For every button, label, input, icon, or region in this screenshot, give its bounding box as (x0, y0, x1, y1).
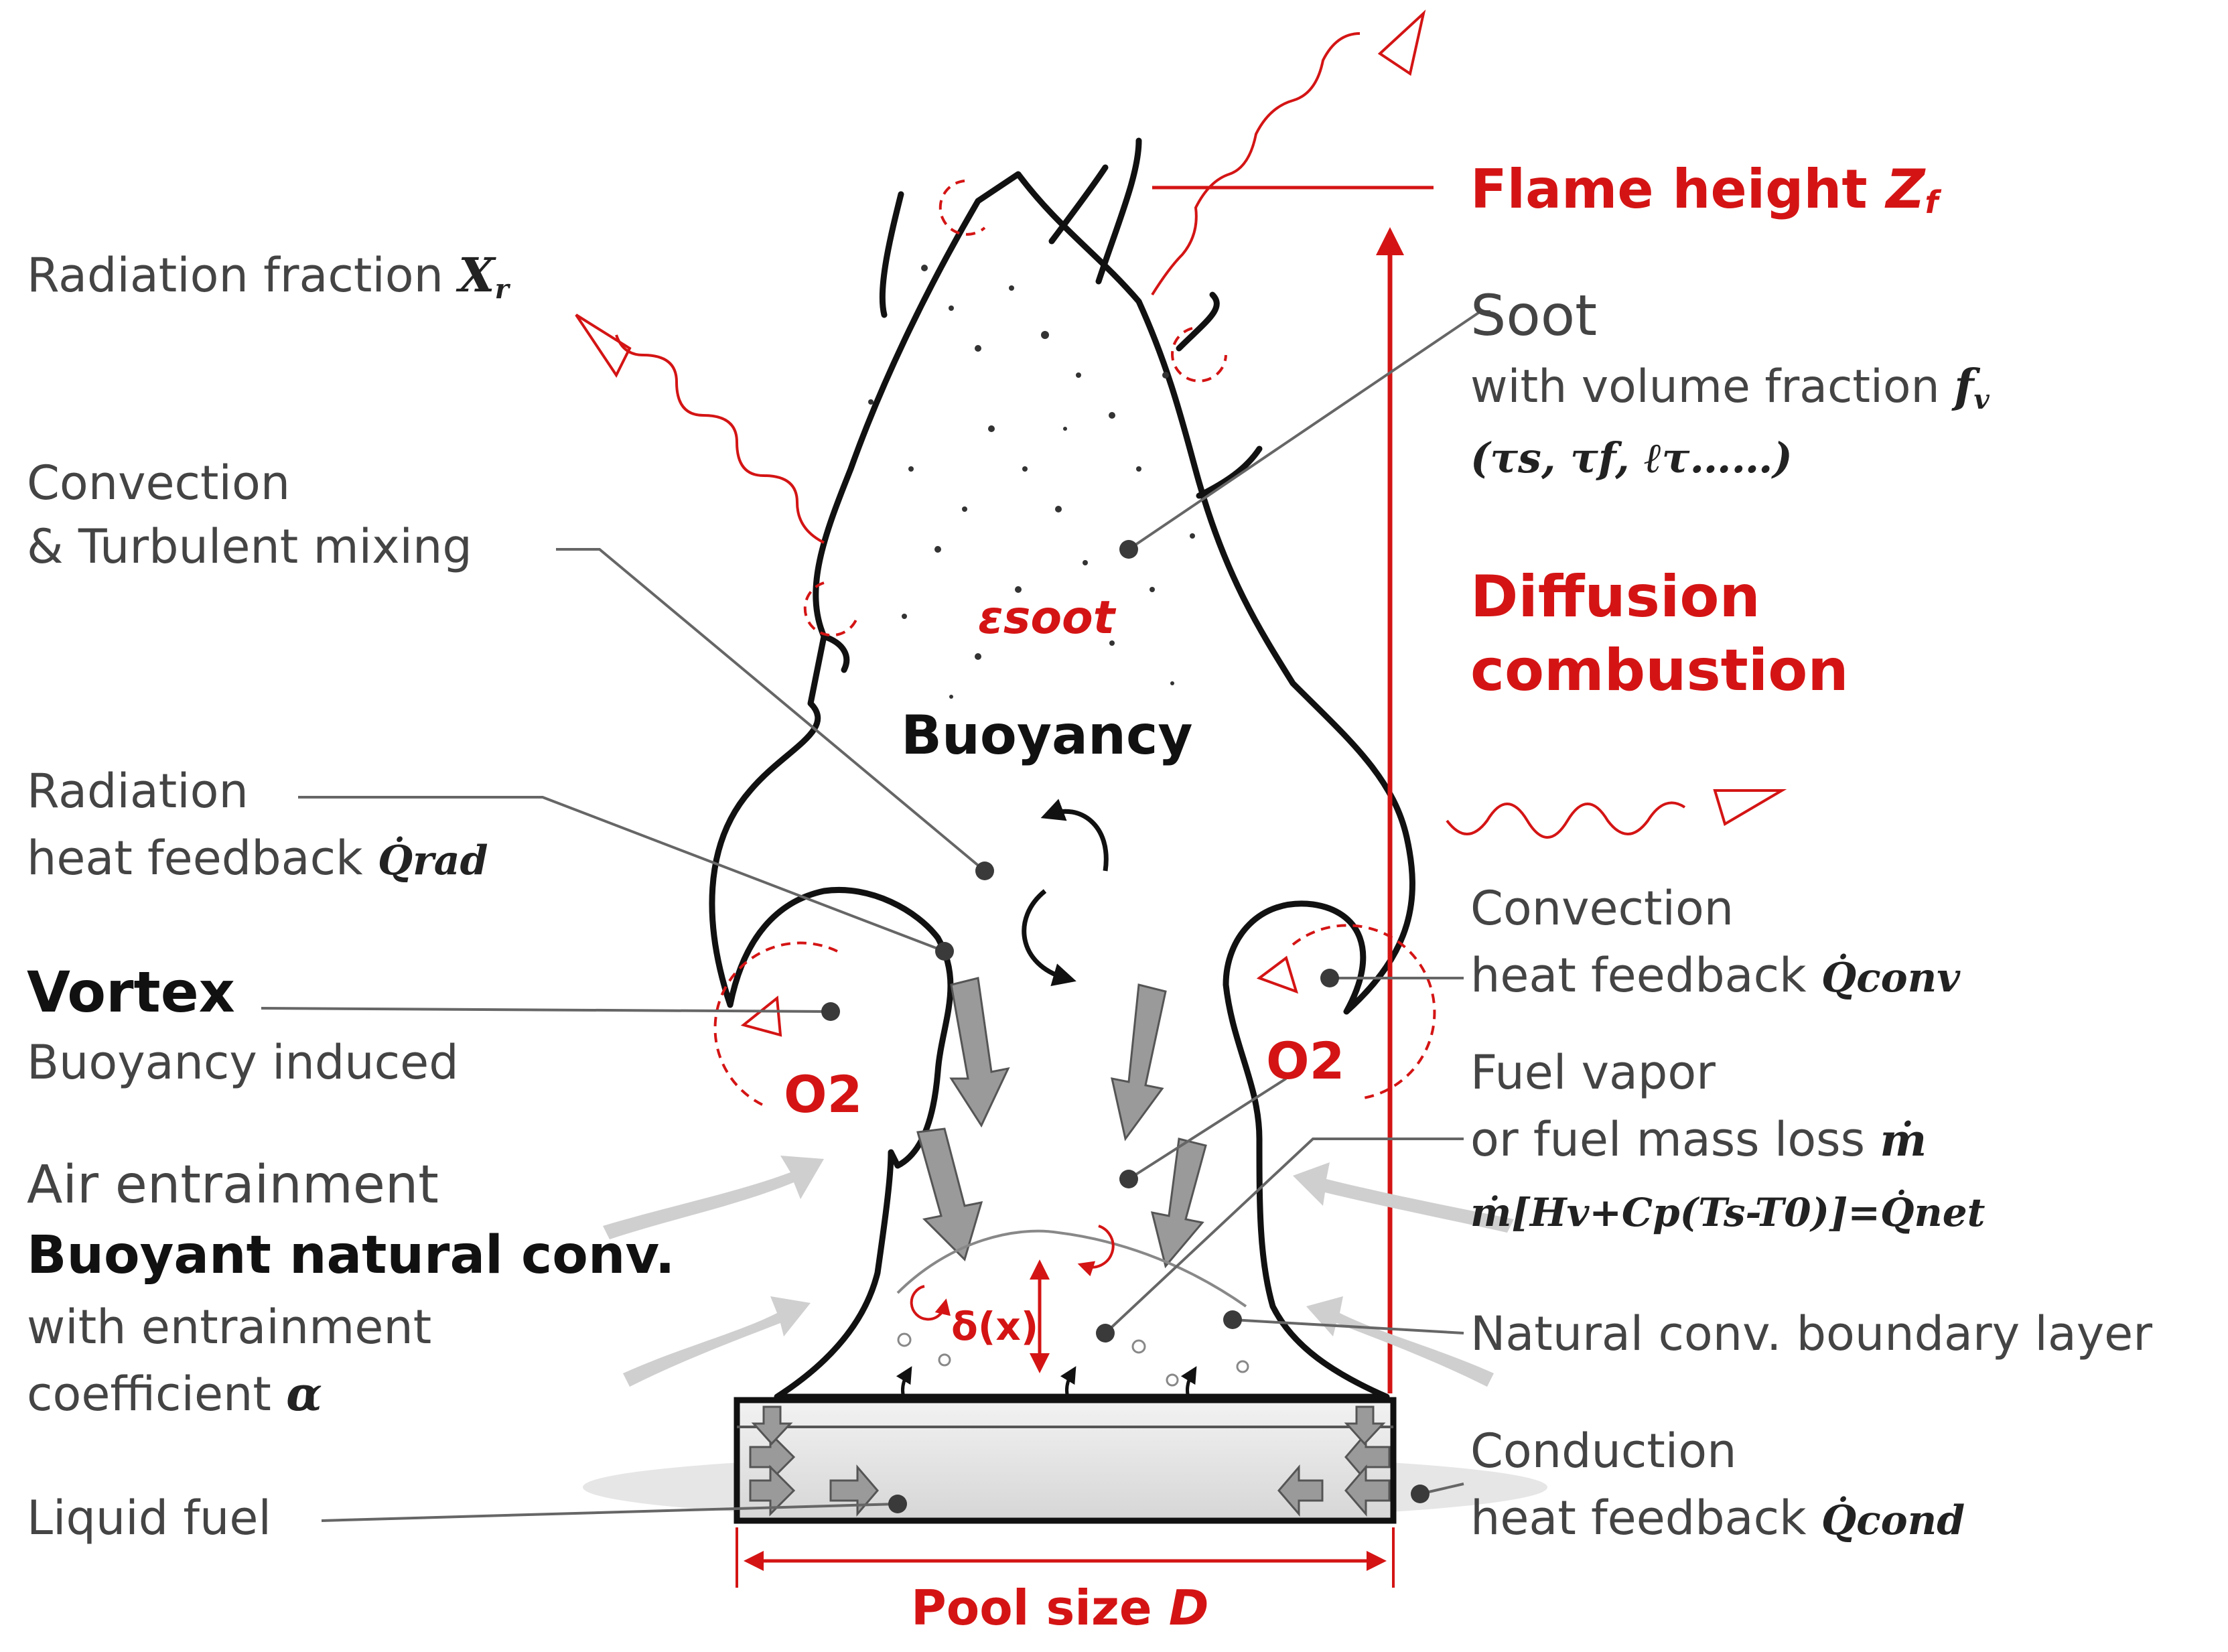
entrainment-arrows (603, 1156, 1514, 1387)
buoyancy-rotation-lower (1022, 889, 1076, 986)
radiation-arrowhead-right (1713, 789, 1787, 827)
buoyancy-label: Buoyancy (901, 704, 1193, 766)
epsilon-soot-label: εsoot (978, 592, 1117, 644)
entrainment-label-1: with entrainment (27, 1300, 431, 1355)
radiation-wave-left (615, 334, 825, 544)
soot-title: Soot (1470, 283, 1597, 348)
buoyancy-rotation-upper (1040, 799, 1109, 872)
eddy-mid-left (803, 581, 859, 637)
surface-eddy-center (1077, 1225, 1115, 1277)
eddy-top-right (1171, 327, 1227, 383)
radiation-wave-right (1446, 801, 1686, 839)
radiation-arrowhead-left (575, 314, 632, 378)
eddy-top-left (938, 180, 986, 236)
flame-curl-left (821, 633, 850, 673)
soot-params-label: (τs, τf, ℓτ……) (1470, 433, 1793, 482)
flame-tip-2 (1095, 137, 1142, 285)
radiation-fraction-label: Radiation fraction Xr (27, 247, 511, 305)
vortex-sub-label: Buoyancy induced (27, 1035, 459, 1090)
flame-curl-right (1196, 445, 1263, 499)
leader-lines (261, 310, 1490, 1522)
cond-feedback-label-1: Conduction (1470, 1424, 1736, 1478)
rad-feedback-label-1: Radiation (27, 764, 249, 819)
pan-heat-arrows (749, 1405, 1391, 1517)
conv-feedback-label-2: heat feedback Q̇conv (1470, 948, 1961, 1003)
o2-right-label: O2 (1266, 1031, 1345, 1091)
vortex-left-circle (713, 941, 838, 1107)
pool-size-label: Pool size D (911, 1580, 1209, 1636)
vortex-right-circle (1292, 924, 1436, 1100)
boundary-layer-label: Natural conv. boundary layer (1470, 1306, 2152, 1361)
air-entrainment-label: Air entrainment (27, 1155, 439, 1215)
gray-flow-arrows (916, 977, 1207, 1269)
boundary-layer-curve (896, 1229, 1247, 1308)
soot-particles (868, 265, 1195, 699)
liquid-fuel-label: Liquid fuel (27, 1491, 271, 1545)
cond-feedback-label-2: heat feedback Q̇cond (1470, 1491, 1965, 1545)
flame-tip-3 (1048, 164, 1109, 245)
radiation-wave-top (1151, 32, 1361, 296)
vortex-right-arrowhead (1256, 955, 1299, 994)
radiation-arrowhead-top (1377, 9, 1426, 76)
flame-tip-4 (1176, 291, 1220, 352)
rad-feedback-label-2: heat feedback Q̇rad (27, 831, 488, 886)
buoyant-conv-label: Buoyant natural conv. (27, 1225, 675, 1286)
entrainment-label-2: coefficient α (27, 1366, 322, 1422)
convection-label-2: & Turbulent mixing (27, 519, 472, 574)
flame-outline (709, 171, 1415, 1400)
surface-eddy-left (910, 1285, 951, 1321)
vortex-left-arrowhead (740, 995, 782, 1037)
diffusion-label-1: Diffusion (1470, 563, 1760, 630)
soot-volume-label: with volume fraction fv (1470, 360, 1990, 415)
vortex-label: Vortex (27, 959, 235, 1025)
fuel-pan (734, 1397, 1397, 1524)
flame-tip-1 (879, 191, 904, 318)
o2-left-label: O2 (784, 1064, 863, 1124)
conv-feedback-label-1: Convection (1470, 881, 1734, 936)
diffusion-label-2: combustion (1470, 637, 1849, 704)
flame-height-label: Flame height Zf (1470, 158, 1942, 220)
fuel-vapor-label-1: Fuel vapor (1470, 1045, 1716, 1100)
energy-balance-label: ṁ[Hv+Cp(Ts-T0)]=Q̇net (1470, 1188, 1986, 1235)
convection-label-1: Convection (27, 456, 290, 510)
fuel-vapor-label-2: or fuel mass loss ṁ (1470, 1112, 1927, 1167)
delta-label: δ(x) (951, 1304, 1038, 1349)
